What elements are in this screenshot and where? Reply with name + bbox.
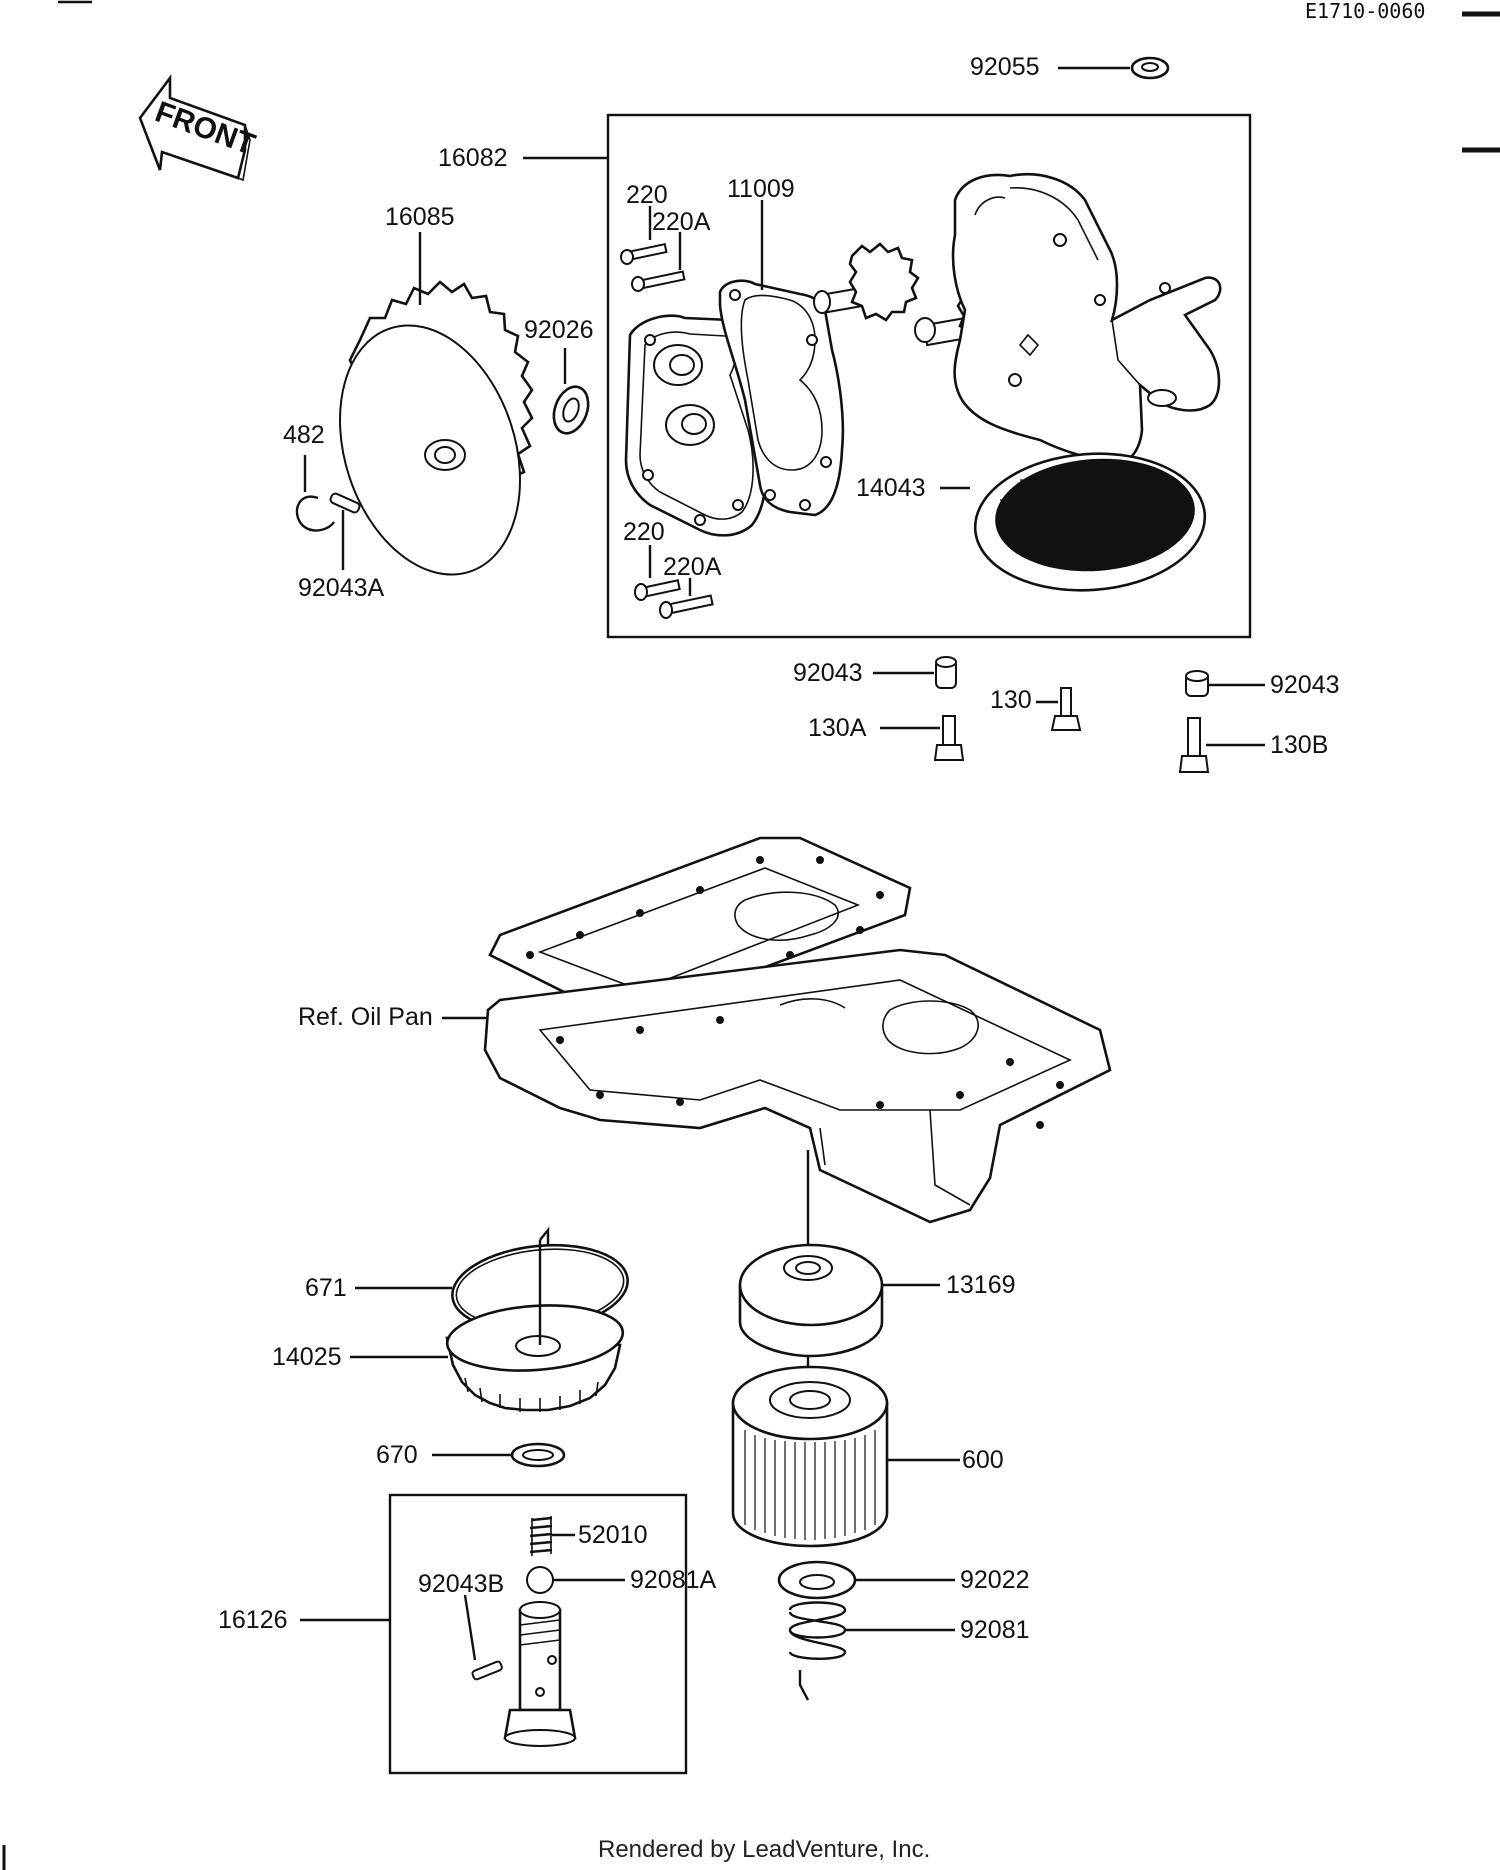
gasket-11009 xyxy=(718,279,845,517)
bolt-130 xyxy=(1050,687,1082,731)
callout-220-bottom: 220 xyxy=(623,518,665,546)
callout-92043-left: 92043 xyxy=(793,659,863,687)
screw-220-top xyxy=(620,242,668,265)
bolt-130B xyxy=(1178,717,1210,773)
dowel-92043-right xyxy=(1185,670,1209,697)
washer-92022 xyxy=(777,1560,857,1600)
callout-14043: 14043 xyxy=(856,474,926,502)
oil-strainer-14043 xyxy=(973,452,1207,592)
callout-92043B: 92043B xyxy=(418,1570,504,1598)
callout-14025: 14025 xyxy=(272,1343,342,1371)
leader-92043B xyxy=(463,1594,477,1661)
oil-pump-body xyxy=(951,172,1222,464)
washer-92055 xyxy=(1130,56,1170,80)
spring-92081 xyxy=(788,1601,847,1660)
callout-92043-right: 92043 xyxy=(1270,671,1340,699)
pump-cover xyxy=(624,314,768,537)
washer-92026 xyxy=(552,385,590,435)
dowel-92043-left xyxy=(935,656,957,689)
callout-16126: 16126 xyxy=(218,1606,288,1634)
bolt-130A xyxy=(933,715,965,761)
relief-valve-body xyxy=(503,1601,577,1747)
callout-482: 482 xyxy=(283,421,325,449)
filter-cover-13169 xyxy=(738,1243,884,1358)
circlip-482 xyxy=(295,495,335,532)
callout-670: 670 xyxy=(376,1441,418,1469)
callout-600: 92081A xyxy=(630,1566,717,1594)
pump-rotor-outer xyxy=(813,242,920,322)
callout-11009: 11009 xyxy=(727,175,795,203)
oil-filter-52010 xyxy=(731,1365,889,1548)
callout-130: 130 xyxy=(990,686,1032,714)
callout-671: 671 xyxy=(305,1274,347,1302)
callout-92022: 92022 xyxy=(960,1566,1030,1594)
sprocket-16085 xyxy=(339,280,534,576)
screw-220-bottom xyxy=(634,579,681,601)
footer-credit: Rendered by LeadVenture, Inc. xyxy=(598,1836,930,1863)
spring-92081A xyxy=(529,1516,553,1556)
callout-92043A: 92043A xyxy=(298,574,385,602)
callout-92055: 92055 xyxy=(970,53,1040,81)
callout-ref-oil-pan: Ref. Oil Pan xyxy=(298,1003,433,1031)
filter-base-14025 xyxy=(445,1304,625,1412)
ball-600 xyxy=(526,1566,554,1594)
callout-220-top: 220 xyxy=(626,181,668,209)
kit-box-16126 xyxy=(388,1493,688,1775)
callout-92081A: 52010 xyxy=(578,1521,648,1549)
callout-130A: 130A xyxy=(808,714,867,742)
callout-130B: 130B xyxy=(1270,731,1328,759)
oil-pan xyxy=(483,948,1112,1224)
oil-pan-gasket xyxy=(488,836,912,1012)
callout-92026: 92026 xyxy=(524,316,594,344)
pin-92043A xyxy=(329,492,361,514)
callout-52010: 600 xyxy=(962,1446,1004,1474)
callout-220A-bottom: 220A xyxy=(663,553,722,581)
o-ring-670 xyxy=(510,1442,566,1468)
diagram-code: E1710-0060 xyxy=(1305,0,1425,23)
spring-axis-mark xyxy=(798,1670,810,1701)
front-arrow: FRONT xyxy=(138,74,259,182)
callout-92081: 92081 xyxy=(960,1616,1030,1644)
callout-13169: 13169 xyxy=(946,1271,1016,1299)
callout-220A-top: 220A xyxy=(652,208,711,236)
callout-16085: 16085 xyxy=(385,203,455,231)
screw-220A-top xyxy=(631,270,686,292)
callout-16082: 16082 xyxy=(438,144,508,172)
base-axis-mark xyxy=(539,1226,550,1245)
pin-92043B xyxy=(471,1660,503,1681)
screw-220A-bottom xyxy=(659,594,714,619)
kit-box-16082 xyxy=(606,113,1252,639)
